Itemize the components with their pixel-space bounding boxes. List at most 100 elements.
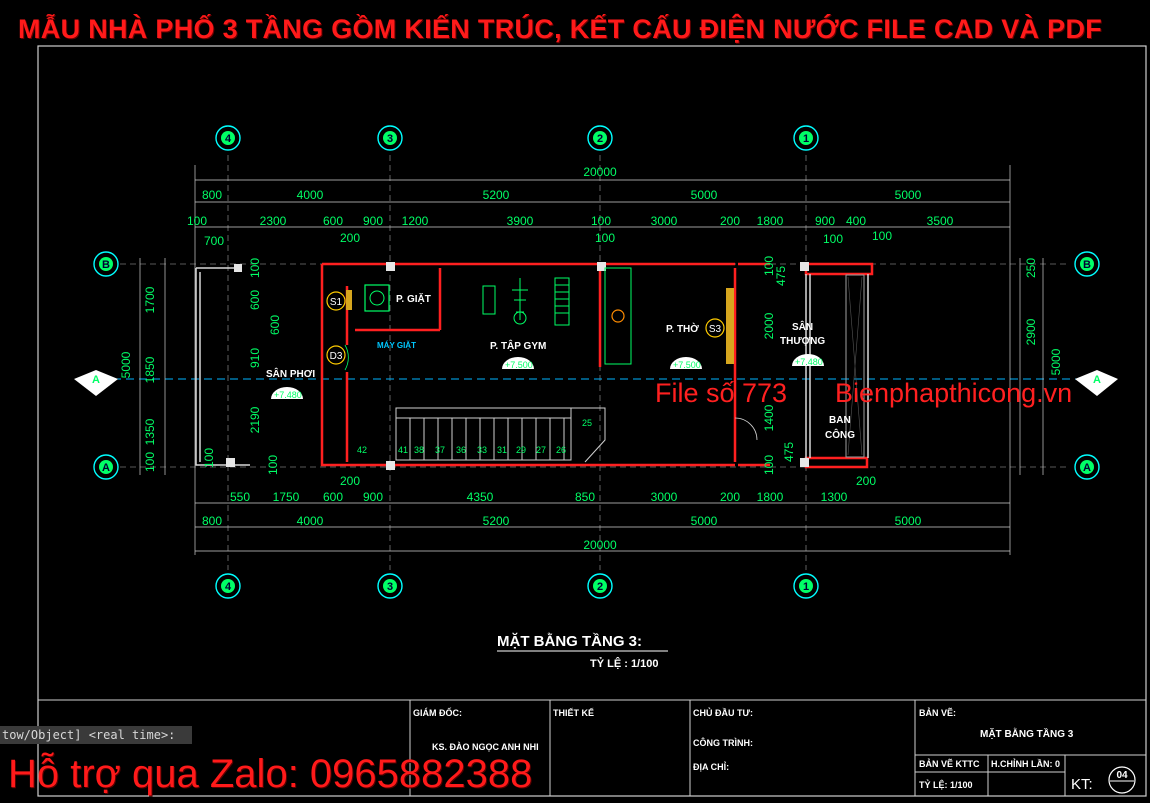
axis-labels-side: B A B A — [102, 259, 1091, 474]
room-labels: P. GIẶT P. TẬP GYM P. THỜ SÂN PHƠI — [266, 292, 699, 380]
dim-value: 475 — [782, 442, 796, 462]
watermark-site: Bienphapthicong.vn — [835, 378, 1073, 408]
stair-step: 33 — [477, 445, 487, 455]
dimension-text-bottom: 550 1750 600 900 4350 850 3000 200 1800 … — [202, 474, 922, 552]
stair-step: 27 — [536, 445, 546, 455]
stair-step-numbers: 42 41 38 37 36 33 31 29 27 26 25 — [357, 418, 592, 455]
dim-value: 100 — [248, 258, 262, 278]
axis-label-3: 3 — [387, 581, 393, 593]
dim-value: 700 — [204, 234, 224, 248]
stair-step: 36 — [456, 445, 466, 455]
dim-value: 200 — [720, 490, 740, 504]
dim-value: 1800 — [757, 490, 784, 504]
dim-value: 250 — [1024, 258, 1038, 278]
tb-drawing-label: BẢN VẼ: — [919, 707, 956, 718]
room-label-washer: MÁY GIẶT — [377, 341, 416, 350]
altar — [604, 267, 632, 365]
dim-value: 800 — [202, 514, 222, 528]
staircase — [395, 407, 606, 463]
dim-value: 900 — [363, 214, 383, 228]
tb-designer-label: THIẾT KẾ — [553, 708, 594, 718]
dim-value: 400 — [846, 214, 866, 228]
command-line[interactable]: tow/Object] <real time>: — [0, 726, 192, 744]
dim-value: 1850 — [143, 356, 157, 383]
dim-value: 100 — [591, 214, 611, 228]
dim-value: 900 — [815, 214, 835, 228]
title-block — [409, 700, 1146, 796]
dim-value: 3500 — [927, 214, 954, 228]
dim-value: 200 — [340, 231, 360, 245]
section-marker-right — [1075, 370, 1118, 396]
door-tag-s3: S3 — [709, 324, 722, 335]
sheet-number-bubble — [1108, 766, 1136, 794]
axis-label-2: 2 — [597, 133, 603, 145]
door-swing-d3 — [344, 344, 349, 371]
room-label-worship: P. THỜ — [666, 322, 699, 335]
dim-value: 2900 — [1024, 318, 1038, 345]
dimension-text-top: 20000 800 4000 5200 5000 5000 100 2300 6… — [187, 165, 954, 248]
dim-value: 5000 — [691, 188, 718, 202]
dim-value: 850 — [575, 490, 595, 504]
room-label-drying: SÂN PHƠI — [266, 367, 315, 380]
level-gym: +7.500 — [505, 360, 533, 370]
axis-labels-bottom: 4 3 2 1 — [225, 581, 809, 593]
drawing-frame — [37, 45, 1147, 797]
tb-sheet-no: 04 — [1116, 770, 1128, 781]
tb-project-label: CÔNG TRÌNH: — [693, 737, 753, 748]
dim-value: 1700 — [143, 286, 157, 313]
dimension-text-inner-left: 100 600 600 910 2190 100 — [248, 258, 282, 475]
stair-step: 26 — [556, 445, 566, 455]
axis-label-4: 4 — [225, 581, 232, 593]
dim-value: 475 — [774, 266, 788, 286]
dim-value: 3000 — [651, 490, 678, 504]
dim-value: 1300 — [821, 490, 848, 504]
washing-machine-drum — [369, 290, 385, 306]
axis-label-1: 1 — [803, 581, 809, 593]
dim-value: 5000 — [895, 514, 922, 528]
columns — [226, 262, 809, 470]
section-marker-left — [74, 370, 118, 396]
stair-step: 31 — [497, 445, 507, 455]
door-tags: S1 D3 S3 — [326, 291, 725, 365]
planter-hatch — [847, 276, 863, 456]
door-tag-s1: S1 — [330, 297, 343, 308]
dim-value: 5000 — [895, 188, 922, 202]
axis-bubbles-side — [93, 251, 1100, 480]
banner-title: MẪU NHÀ PHỐ 3 TẦNG GỒM KIẾN TRÚC, KẾT CẤ… — [18, 14, 1103, 44]
dim-value: 1750 — [273, 490, 300, 504]
room-label-balcony: BAN CÔNG — [825, 415, 855, 441]
axis-bubbles-bottom — [215, 573, 819, 599]
dim-value: 2000 — [762, 312, 776, 339]
axis-label-1: 1 — [803, 133, 809, 145]
room-label-laundry: P. GIẶT — [396, 292, 431, 305]
stair-step: 29 — [516, 445, 526, 455]
dim-value: 4000 — [297, 188, 324, 202]
dimension-text-left: 1700 5000 1850 1350 100 100 — [119, 286, 216, 472]
dim-value: 100 — [762, 455, 776, 475]
stair-step: 37 — [435, 445, 445, 455]
dim-value: 550 — [230, 490, 250, 504]
room-label-gym: P. TẬP GYM — [490, 339, 546, 352]
dim-value: 100 — [823, 232, 843, 246]
dim-value: 200 — [856, 474, 876, 488]
dim-value: 600 — [323, 214, 343, 228]
dim-value: 1800 — [757, 214, 784, 228]
plan-scale: TỶ LỆ : 1/100 — [590, 657, 658, 670]
door-swing-balcony — [734, 417, 758, 441]
stair-step: 41 — [398, 445, 408, 455]
dim-value: 5200 — [483, 188, 510, 202]
altar-urn — [611, 309, 625, 323]
planter — [845, 274, 865, 458]
dim-value: 100 — [872, 229, 892, 243]
zalo-support-text: Hỗ trợ qua Zalo: 0965882388 — [8, 752, 533, 796]
stair-step: 38 — [414, 445, 424, 455]
dim-value: 2190 — [248, 406, 262, 433]
dim-value: 100 — [266, 455, 280, 475]
tb-director-name: KS. ĐÀO NGỌC ANH NHI — [432, 742, 539, 752]
title-block-text: GIÁM ĐỐC: KS. ĐÀO NGỌC ANH NHI THIẾT KẾ … — [413, 707, 1074, 790]
tb-drawing-name: MẶT BẰNG TẦNG 3 — [980, 727, 1074, 740]
dimension-text-inner-right: 475 2000 1400 475 100 100 — [762, 256, 796, 475]
watermark-file-number: File số 773 — [655, 378, 788, 408]
room-label-terrace: SÂN THƯỢNG — [780, 320, 825, 347]
